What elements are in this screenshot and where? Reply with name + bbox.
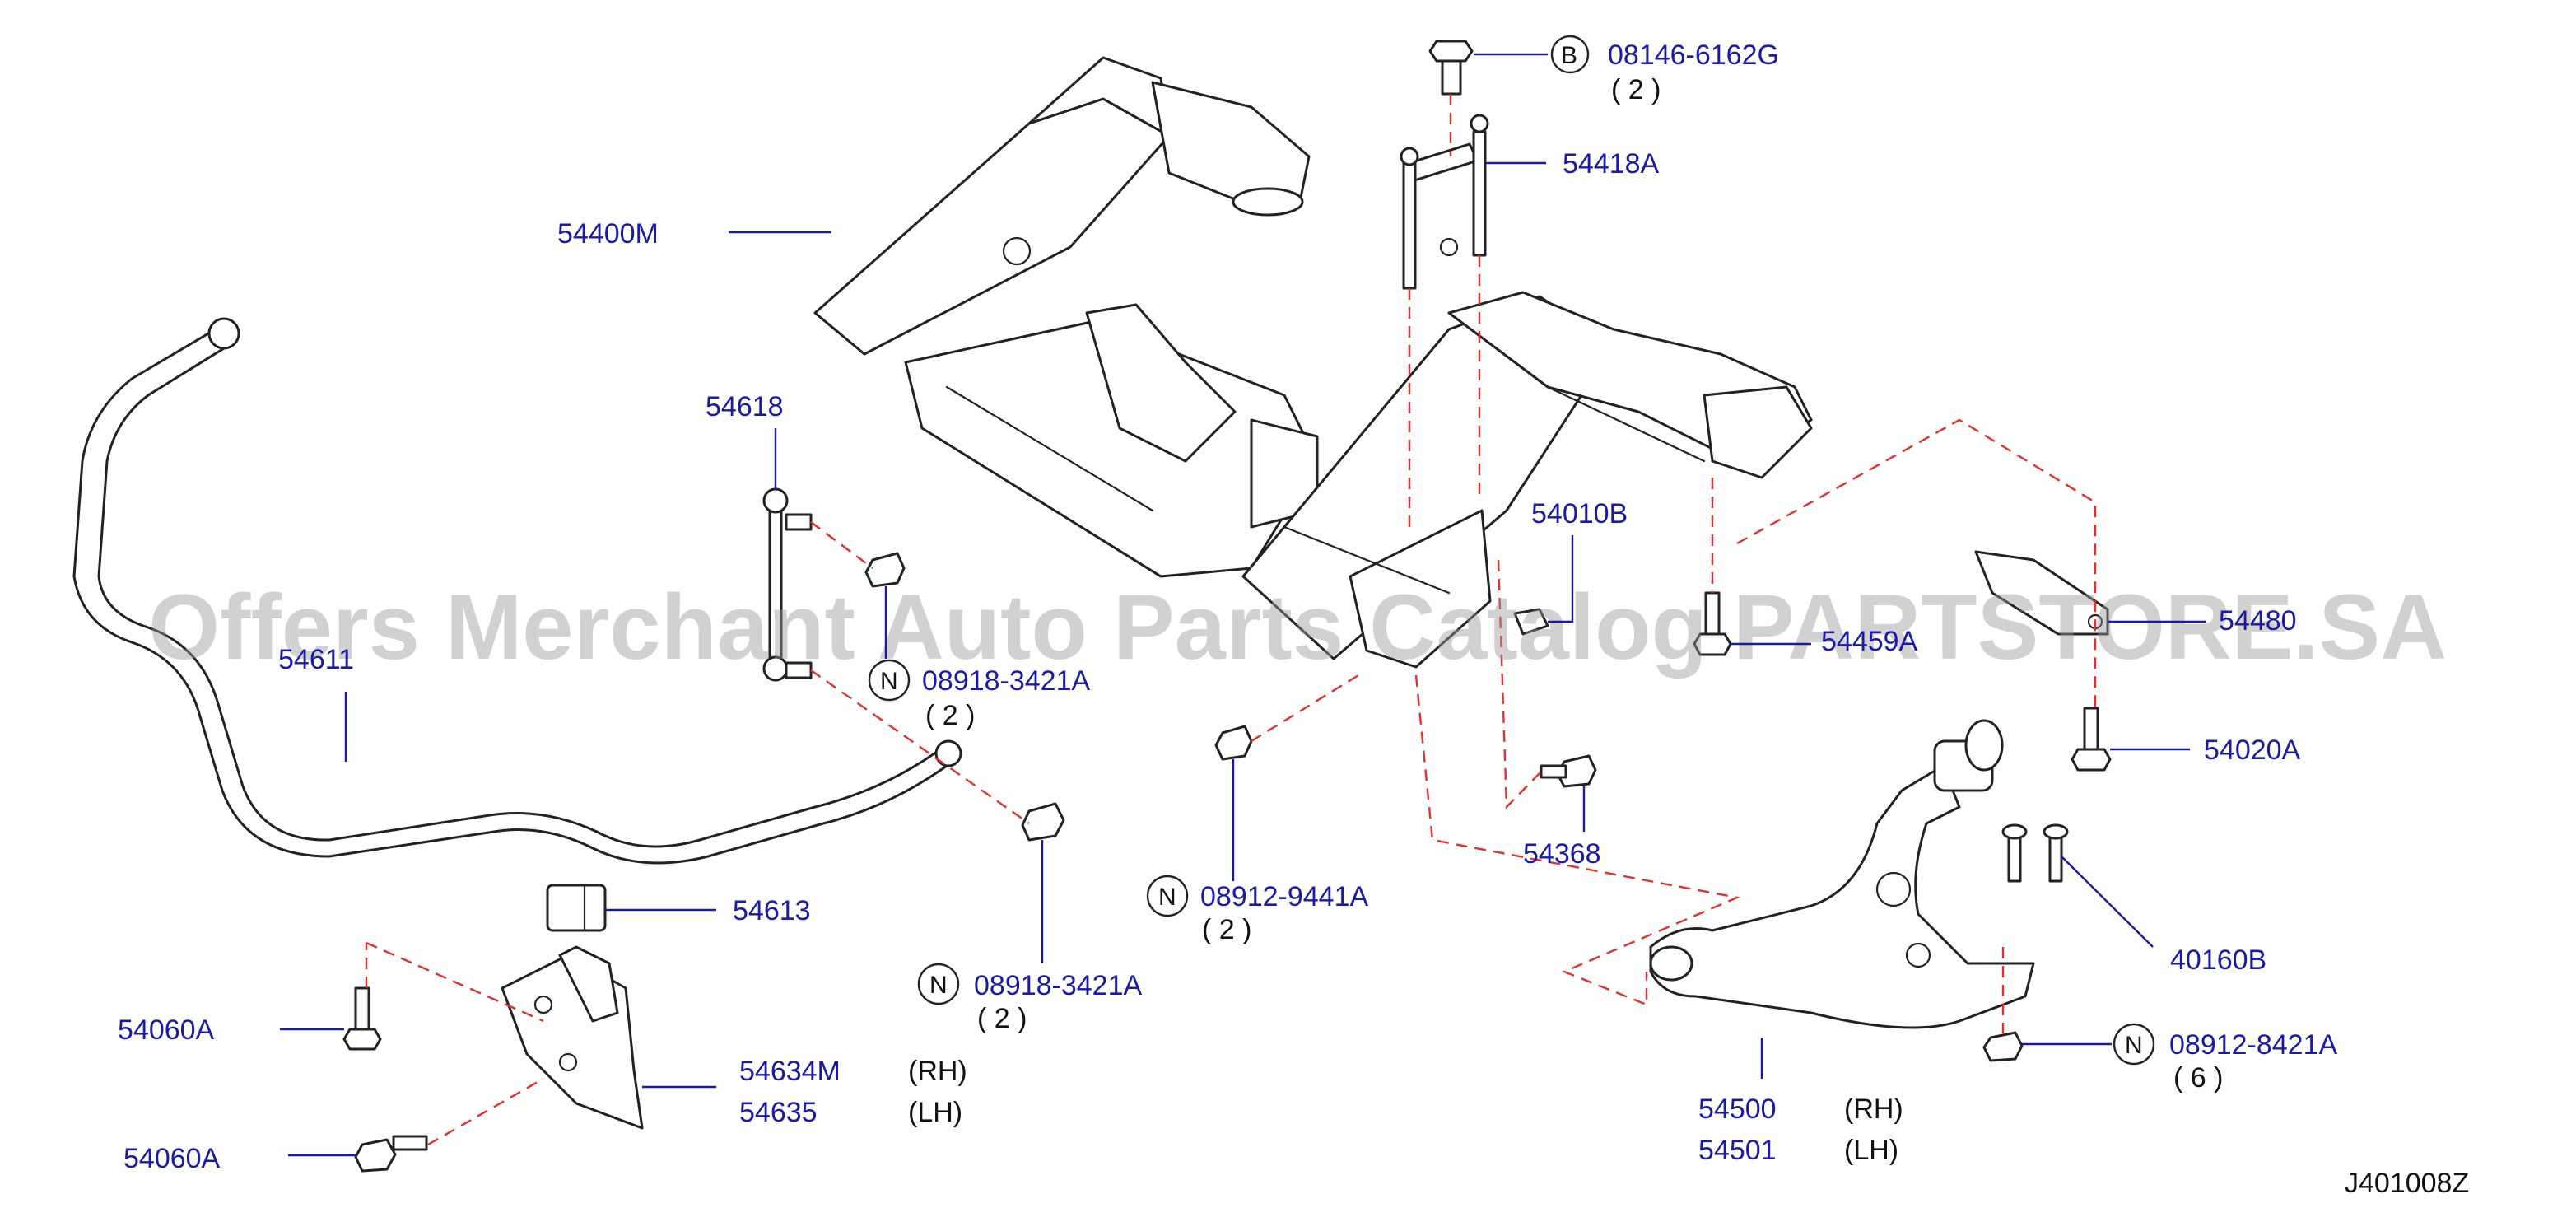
label-54400M[interactable]: 54400M <box>557 218 659 250</box>
leader-40160B <box>2061 856 2154 948</box>
label-54618[interactable]: 54618 <box>706 391 784 422</box>
bolt-54020A-drawing <box>2071 707 2112 772</box>
qty-08918-3421A-lower: ( 2 ) <box>977 1003 1027 1034</box>
leader-54010B <box>1548 535 1574 623</box>
callout-b-circle <box>1550 35 1590 74</box>
side-54500: (RH) <box>1844 1094 1903 1125</box>
label-54611[interactable]: 54611 <box>278 644 354 675</box>
callout-n-letter-08912-8421: N <box>2125 1032 2143 1059</box>
callout-n-circle-08912-8421 <box>2113 1023 2155 1066</box>
nut-08918-upper-drawing <box>864 552 906 588</box>
callout-n-letter-08918-upper: N <box>880 668 898 695</box>
qty-08912-9441A: ( 2 ) <box>1202 914 1251 945</box>
stabilizer-bar-drawing <box>72 317 962 865</box>
callout-n-circle-08918-lower <box>917 963 960 1005</box>
callout-n-circle-08918-upper <box>868 659 911 702</box>
label-54501[interactable]: 54501 <box>1698 1135 1777 1166</box>
label-08918-3421A-upper[interactable]: 08918-3421A <box>922 665 1091 697</box>
label-54634M[interactable]: 54634M <box>739 1056 841 1087</box>
side-54634M: (RH) <box>908 1056 967 1087</box>
label-54500[interactable]: 54500 <box>1698 1094 1777 1125</box>
label-40160B[interactable]: 40160B <box>2170 944 2266 976</box>
label-08918-3421A-lower[interactable]: 08918-3421A <box>974 970 1143 1001</box>
label-54368[interactable]: 54368 <box>1523 838 1601 870</box>
label-54060A-top[interactable]: 54060A <box>118 1014 215 1046</box>
callout-n-circle-08912-9441 <box>1146 875 1189 917</box>
qty-08918-3421A-upper: ( 2 ) <box>925 700 975 731</box>
bushing-54613-drawing <box>546 884 607 932</box>
bolt-40160B-drawing <box>2001 823 2069 883</box>
label-08912-9441A[interactable]: 08912-9441A <box>1200 881 1369 912</box>
label-08912-8421A[interactable]: 08912-8421A <box>2169 1029 2338 1061</box>
bolt-54060A-top-drawing <box>342 986 382 1051</box>
diagram-code: J401008Z <box>2345 1168 2469 1199</box>
label-54418A[interactable]: 54418A <box>1563 148 1660 180</box>
dashed-alignment-lines <box>365 94 2097 1146</box>
label-54060A-bottom[interactable]: 54060A <box>123 1143 221 1174</box>
callout-b-letter: B <box>1561 42 1577 69</box>
nut-08918-lower-drawing <box>1021 802 1065 842</box>
callout-n-letter-08918-lower: N <box>929 972 948 999</box>
qty-08912-8421A: ( 6 ) <box>2173 1062 2223 1094</box>
bolt-08146-drawing <box>1428 40 1474 96</box>
side-54635: (LH) <box>908 1097 962 1128</box>
bolt-54368-drawing <box>1540 754 1597 788</box>
label-54459A[interactable]: 54459A <box>1821 626 1918 657</box>
qty-08146-6162G: ( 2 ) <box>1611 74 1661 105</box>
stabilizer-bracket-drawing <box>501 945 644 1130</box>
part-54010B-drawing <box>1513 608 1549 636</box>
callout-n-letter-08912-9441: N <box>1158 884 1176 911</box>
label-08146-6162G[interactable]: 08146-6162G <box>1608 40 1779 71</box>
front-suspension-member-drawing <box>813 56 1813 669</box>
bolt-54060A-bottom-drawing <box>354 1135 428 1173</box>
nut-08912-9441-drawing <box>1214 725 1253 761</box>
nut-08912-8421-drawing <box>1982 1031 2024 1062</box>
label-54635[interactable]: 54635 <box>739 1097 818 1128</box>
connecting-rod-drawing <box>762 487 813 682</box>
label-54480[interactable]: 54480 <box>2219 605 2297 637</box>
label-54010B[interactable]: 54010B <box>1531 498 1628 529</box>
watermark: Offers Merchant Auto Parts Catalog PARTS… <box>148 576 2447 679</box>
label-54020A[interactable]: 54020A <box>2204 735 2301 766</box>
label-54613[interactable]: 54613 <box>733 895 811 926</box>
side-54501: (LH) <box>1844 1135 1898 1166</box>
lower-arm-drawing <box>1649 719 2035 1029</box>
bracket-54418A-drawing <box>1400 114 1489 290</box>
